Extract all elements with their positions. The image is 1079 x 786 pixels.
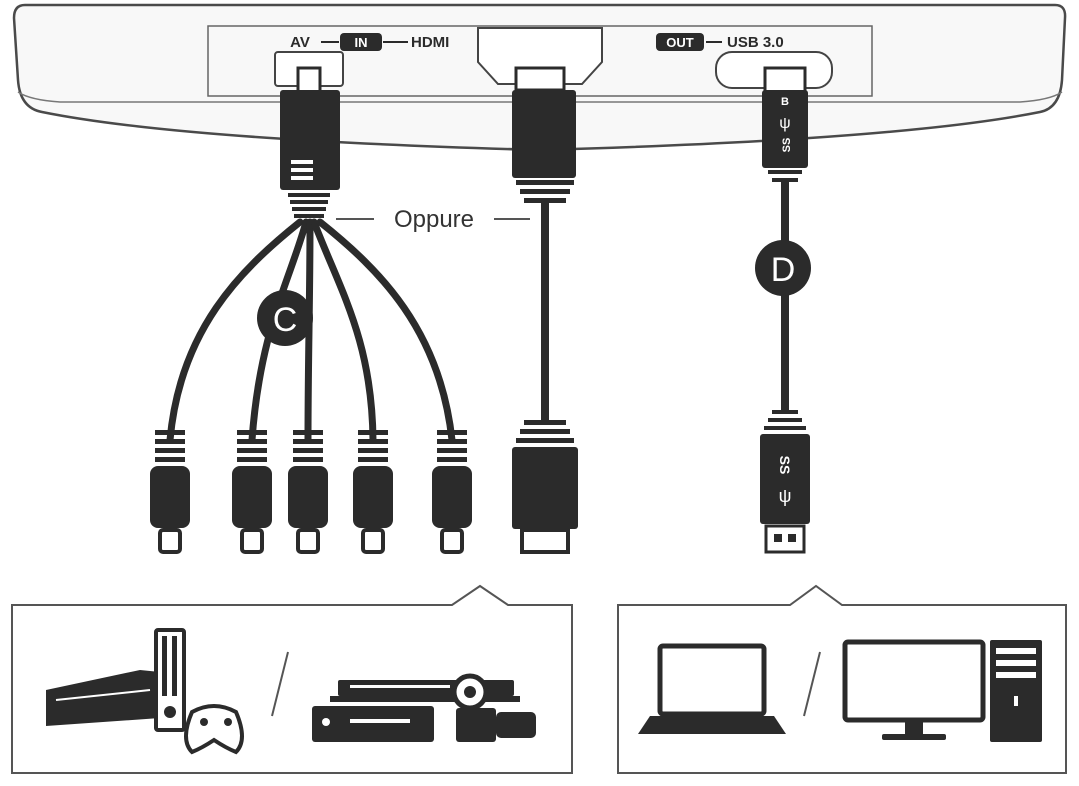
usb-label: USB 3.0 [727,34,784,51]
camcorder-icon [451,673,536,742]
hdmi-label: HDMI [411,34,449,51]
cable-c-badge [257,290,313,346]
out-label: OUT [666,35,694,50]
source-devices-box [11,584,573,774]
set-top-box-icon [312,706,434,742]
port-labels: AV IN HDMI OUT USB 3.0 [290,33,784,51]
rca-plugs [150,430,472,554]
usb-ss-mark-top: SS [781,138,793,153]
cable-c-label: C [273,301,298,339]
optional-label: Oppure [394,206,474,233]
rca-plug [150,430,190,554]
or-connector-label: Oppure [336,206,530,233]
rca-plug [353,430,393,554]
in-badge [340,33,382,51]
dvd-player-icon [330,680,520,702]
game-console-icon [46,628,186,732]
av-cable: C [166,66,456,444]
usb-cable: B SS ψ D SS ψ [755,66,811,554]
usb-ss-mark-bottom: SS [777,456,793,475]
laptop-icon [638,643,786,734]
out-badge [656,33,704,51]
hdmi-cable [512,66,578,554]
usb-b-mark: B [781,96,789,108]
cable-d-badge [755,240,811,296]
av-label: AV [290,34,310,51]
computer-box [617,584,1067,774]
divider-slash [271,651,289,717]
rca-plug [288,430,328,554]
rca-plug [232,430,272,554]
monitor-icon [842,639,986,740]
rca-plug [432,430,472,554]
usb-symbol-icon: ψ [779,115,790,132]
desktop-tower-icon [990,640,1042,742]
usb-symbol-icon: ψ [779,486,792,506]
gamepad-icon [184,704,244,755]
divider-slash [803,651,821,717]
in-label: IN [355,35,368,50]
cable-d-label: D [771,251,796,289]
